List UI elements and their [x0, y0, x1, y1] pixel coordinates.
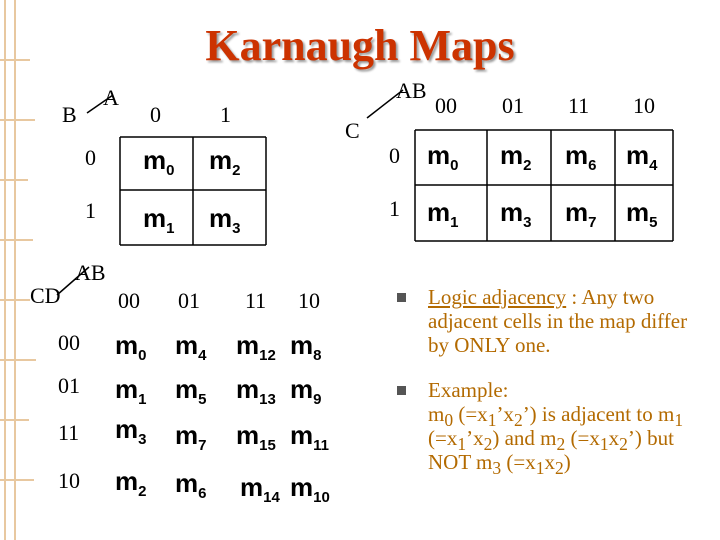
map3-col-var: AB — [396, 78, 427, 103]
page-title: Karnaugh Maps — [205, 21, 515, 70]
map4-row-header: 11 — [58, 420, 80, 445]
map2-col-header: 0 — [150, 102, 161, 127]
map2-cell: m1 — [143, 203, 175, 238]
map3-cell: m3 — [500, 197, 532, 232]
map4-cell: m7 — [175, 420, 207, 455]
bullet-icon — [397, 293, 406, 302]
map2-col-var: A — [103, 85, 119, 110]
map4-row-header: 01 — [58, 373, 80, 398]
map4-cell: m15 — [236, 420, 276, 455]
map3-row-header: 1 — [389, 196, 400, 221]
map4-cell: m13 — [236, 374, 276, 409]
map4-cell: m0 — [115, 330, 147, 365]
bullet-1-text: : Any two adjacent cells in the map diff… — [428, 285, 688, 357]
map4-cell: m4 — [175, 330, 207, 365]
map2-row-header: 0 — [85, 145, 96, 170]
map3-col-header: 01 — [502, 93, 524, 118]
map2-cell: m2 — [209, 145, 241, 180]
bullet-icon — [397, 386, 406, 395]
map4-col-header: 11 — [245, 288, 267, 313]
map4-cell: m3 — [115, 414, 147, 449]
map4-row-var: CD — [30, 283, 61, 308]
map3-cell: m7 — [565, 197, 597, 232]
map2-row-var: B — [62, 102, 77, 127]
map4-row-header: 10 — [58, 468, 80, 493]
map4-cell: m12 — [236, 330, 276, 365]
diagonal-divider — [366, 89, 404, 119]
map4-cell: m11 — [290, 420, 329, 455]
bullet-example-line: NOT m3 (=x1x2) — [428, 450, 571, 479]
map4-col-var: AB — [75, 260, 106, 285]
diagonal-divider — [86, 94, 114, 114]
map3-col-header: 11 — [568, 93, 590, 118]
map4-cell: m6 — [175, 468, 207, 503]
map3-cell: m4 — [626, 140, 658, 175]
map2-cell: m3 — [209, 203, 241, 238]
map3-cell: m0 — [427, 140, 459, 175]
map3-grid — [414, 129, 674, 242]
map2-row-header: 1 — [85, 198, 96, 223]
map3-cell: m2 — [500, 140, 532, 175]
map4-cell: m10 — [290, 472, 330, 507]
map3-cell: m6 — [565, 140, 597, 175]
map3-col-header: 10 — [633, 93, 655, 118]
map3-row-header: 0 — [389, 143, 400, 168]
term-logic-adjacency: Logic adjacency — [428, 285, 567, 309]
side-decoration — [0, 0, 36, 540]
map3-cell: m5 — [626, 197, 658, 232]
bullet-example-label: Example: — [428, 378, 509, 402]
bullet-logic-adjacency: Logic adjacency : Any two adjacent cells… — [428, 285, 698, 357]
map4-cell: m5 — [175, 374, 207, 409]
map3-col-header: 00 — [435, 93, 457, 118]
map4-col-header: 10 — [298, 288, 320, 313]
map2-cell: m0 — [143, 145, 175, 180]
map4-col-header: 01 — [178, 288, 200, 313]
map3-row-var: C — [345, 118, 360, 143]
bullet-example-line: (=x1’x2) and m2 (=x1x2’) but — [428, 426, 674, 455]
map2-grid — [119, 136, 267, 246]
map3-cell: m1 — [427, 197, 459, 232]
map4-cell: m14 — [240, 472, 280, 507]
map4-cell: m1 — [115, 374, 147, 409]
bullet-example-line: m0 (=x1’x2’) is adjacent to m1 — [428, 402, 684, 431]
diagonal-divider — [56, 266, 90, 296]
map2-col-header: 1 — [220, 102, 231, 127]
map4-col-header: 00 — [118, 288, 140, 313]
map4-cell: m9 — [290, 374, 322, 409]
map4-cell: m8 — [290, 330, 322, 365]
map4-row-header: 00 — [58, 330, 80, 355]
map4-cell: m2 — [115, 466, 147, 501]
